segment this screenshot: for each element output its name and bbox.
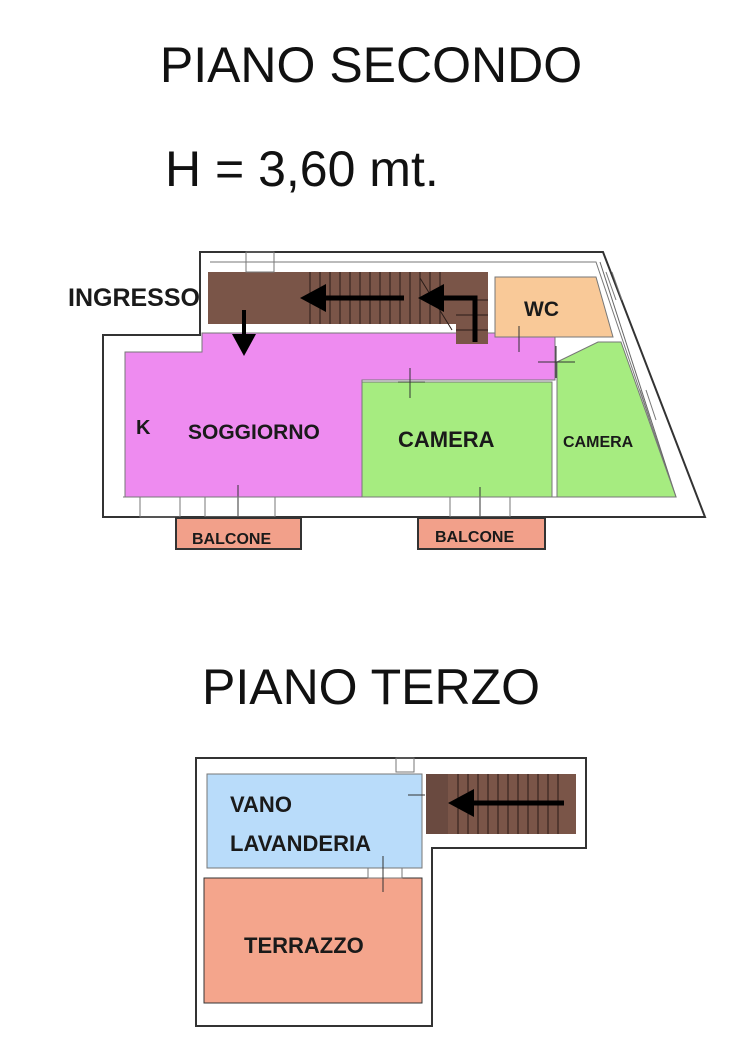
label-k: K [136, 417, 151, 439]
second-floor-plan: INGRESSO WC K SOGGIORNO CAMERA CAMERA BA… [68, 251, 707, 550]
floor-title-third: PIANO TERZO [201, 659, 540, 715]
label-camera-2: CAMERA [563, 434, 634, 451]
stair-direction-arrows [232, 284, 478, 356]
floor-title-second: PIANO SECONDO [159, 37, 583, 93]
ceiling-height-note: H = 3,60 mt. [165, 141, 439, 197]
stair-landing [456, 272, 488, 344]
label-terrazzo: TERRAZZO [244, 933, 364, 958]
label-lavanderia: LAVANDERIA [230, 831, 371, 856]
label-soggiorno: SOGGIORNO [188, 421, 320, 444]
third-floor-plan: VANO LAVANDERIA TERRAZZO [195, 757, 587, 1027]
label-wc: WC [524, 298, 559, 321]
room-camera-1 [361, 381, 553, 498]
room-vano-lavanderia [206, 773, 423, 869]
label-camera-1: CAMERA [398, 427, 495, 452]
room-wc [494, 276, 614, 338]
room-balcone-2 [417, 517, 546, 550]
label-vano: VANO [230, 792, 292, 817]
label-balcone-2: BALCONE [435, 529, 514, 546]
label-balcone-1: BALCONE [192, 531, 271, 548]
room-terrazzo [203, 877, 423, 1004]
label-ingresso: INGRESSO [68, 284, 200, 312]
room-balcone-1 [175, 517, 302, 550]
room-camera-2 [556, 341, 677, 498]
room-soggiorno [124, 332, 556, 498]
